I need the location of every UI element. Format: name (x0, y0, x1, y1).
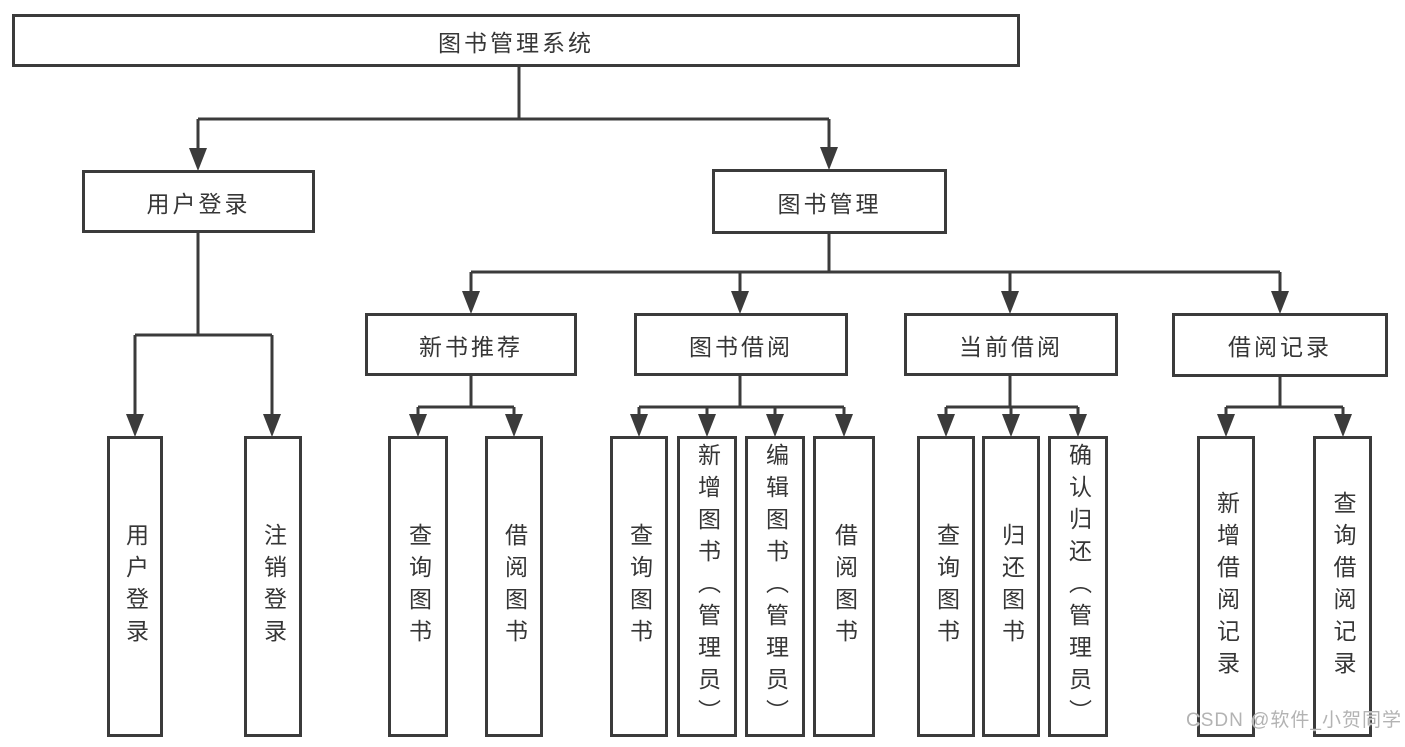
arrow-icon (766, 414, 784, 437)
node-user-login: 用户登录 (82, 170, 315, 233)
arrow-icon (630, 414, 648, 437)
arrow-icon (505, 414, 523, 437)
node-label: 用户登录 (122, 522, 149, 651)
leaf-query-books-current: 查询图书 (917, 436, 975, 737)
arrow-icon (462, 291, 480, 314)
arrow-icon (937, 414, 955, 437)
node-label: 用户登录 (146, 190, 251, 217)
leaf-edit-books-admin: 编辑图书（管理员） (745, 436, 805, 737)
leaf-add-books-admin: 新增图书（管理员） (677, 436, 737, 737)
node-label: 新增借阅记录 (1213, 490, 1240, 683)
arrow-icon (1002, 414, 1020, 437)
leaf-confirm-return-admin: 确认归还（管理员） (1048, 436, 1108, 737)
node-book-borrowing: 图书借阅 (634, 313, 848, 376)
leaf-query-borrow-record: 查询借阅记录 (1313, 436, 1372, 737)
node-label: 查询图书 (405, 522, 432, 651)
node-borrowing-records: 借阅记录 (1172, 313, 1388, 377)
node-label: 借阅图书 (831, 522, 858, 651)
node-library-system: 图书管理系统 (12, 14, 1020, 67)
arrow-icon (698, 414, 716, 437)
leaf-logout: 注销登录 (244, 436, 302, 737)
arrow-icon (1069, 414, 1087, 437)
csdn-watermark: CSDN @软件_小贺同学 (1186, 710, 1402, 731)
node-label: 当前借阅 (959, 333, 1063, 360)
leaf-query-books-recommend: 查询图书 (388, 436, 448, 737)
node-label: 查询图书 (626, 522, 653, 651)
node-book-management: 图书管理 (712, 169, 947, 234)
leaf-user-login: 用户登录 (107, 436, 163, 737)
node-label: 图书管理 (777, 190, 882, 217)
arrow-icon (189, 148, 207, 171)
leaf-borrow-books-recommend: 借阅图书 (485, 436, 543, 737)
arrow-icon (835, 414, 853, 437)
leaf-add-borrow-record: 新增借阅记录 (1197, 436, 1255, 737)
node-label: 查询图书 (933, 522, 960, 651)
arrow-icon (1001, 291, 1019, 314)
leaf-return-books: 归还图书 (982, 436, 1040, 737)
node-label: 注销登录 (260, 522, 287, 651)
node-label: 新增图书（管理员） (694, 442, 721, 731)
arrow-icon (731, 291, 749, 314)
node-label: 新书推荐 (419, 333, 523, 360)
node-label: 查询借阅记录 (1330, 490, 1356, 683)
node-label: 确认归还（管理员） (1065, 442, 1092, 731)
node-label: 编辑图书（管理员） (762, 442, 789, 731)
leaf-query-books-borrowing: 查询图书 (610, 436, 668, 737)
node-label: 归还图书 (998, 522, 1025, 651)
arrow-icon (126, 414, 144, 437)
node-label: 借阅图书 (501, 522, 528, 651)
arrow-icon (1334, 414, 1352, 437)
leaf-borrow-books: 借阅图书 (813, 436, 875, 737)
node-new-book-recommend: 新书推荐 (365, 313, 577, 376)
node-label: 图书借阅 (689, 333, 793, 360)
arrow-icon (263, 414, 281, 437)
arrow-icon (820, 147, 838, 170)
arrow-icon (409, 414, 427, 437)
arrow-icon (1217, 414, 1235, 437)
node-label: 图书管理系统 (438, 29, 594, 56)
node-label: 借阅记录 (1228, 334, 1332, 360)
arrow-icon (1271, 291, 1289, 314)
node-current-borrowing: 当前借阅 (904, 313, 1118, 376)
